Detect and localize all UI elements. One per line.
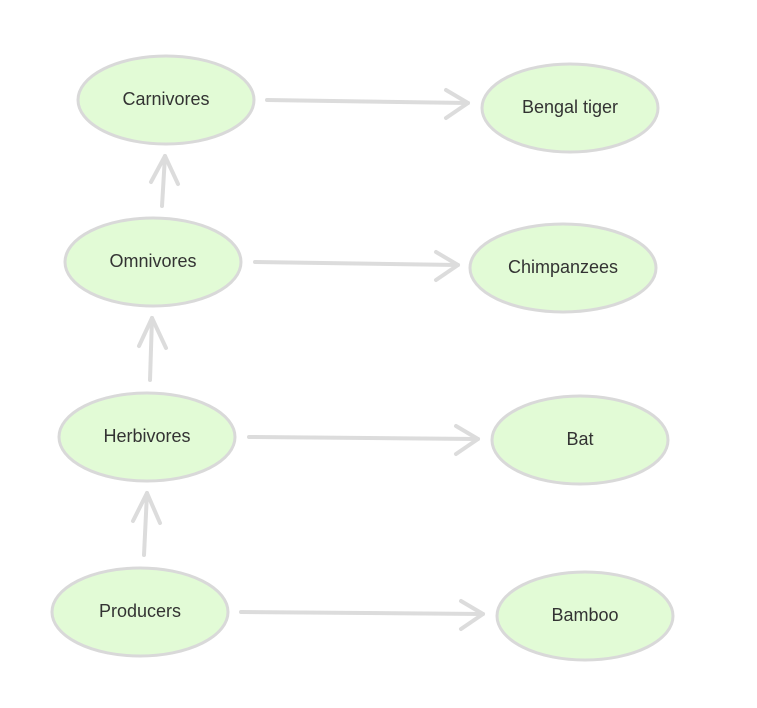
node-label: Carnivores — [122, 89, 209, 109]
node-herbivores[interactable]: Herbivores — [57, 391, 237, 483]
node-chimpanzees[interactable]: Chimpanzees — [468, 222, 658, 314]
node-label: Bengal tiger — [522, 97, 618, 117]
node-bengal-tiger[interactable]: Bengal tiger — [480, 62, 660, 154]
node-label: Omnivores — [109, 251, 196, 271]
node-label: Chimpanzees — [508, 257, 618, 277]
node-bat[interactable]: Bat — [490, 394, 670, 486]
node-label: Bat — [566, 429, 593, 449]
node-carnivores[interactable]: Carnivores — [76, 54, 256, 146]
node-label: Bamboo — [551, 605, 618, 625]
edge-producers-bamboo — [239, 599, 485, 631]
edge-producers-herbivores — [131, 491, 162, 557]
node-bamboo[interactable]: Bamboo — [495, 570, 675, 662]
edge-omnivores-chimpanzees — [253, 250, 460, 282]
edge-herbivores-bat — [247, 424, 480, 456]
edge-herbivores-omnivores — [137, 316, 168, 382]
node-label: Producers — [99, 601, 181, 621]
node-omnivores[interactable]: Omnivores — [63, 216, 243, 308]
node-label: Herbivores — [103, 426, 190, 446]
edge-omnivores-carnivores — [149, 154, 180, 208]
node-producers[interactable]: Producers — [50, 566, 230, 658]
edge-carnivores-bengal-tiger — [265, 88, 470, 120]
